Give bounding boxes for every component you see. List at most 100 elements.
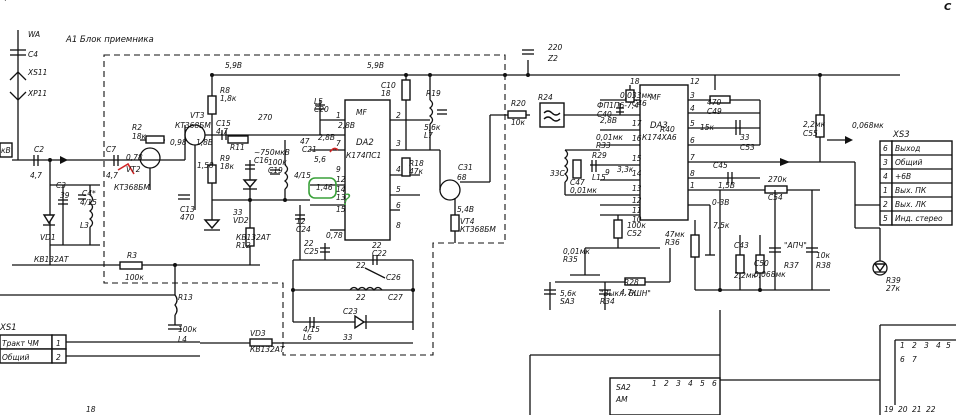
component-label-92: 33 [740, 133, 750, 142]
sa2-pin-3: 4 [688, 379, 693, 388]
component-label-102: 5,6к [560, 289, 577, 298]
component-label-7: VD1 [40, 233, 56, 242]
xs3-pin-0-num: 6 [883, 144, 888, 153]
sa2-pin-4: 5 [700, 379, 705, 388]
component-label-127: R1 [0, 0, 10, 2]
da3-left-pin-1: 17 [632, 119, 642, 128]
da2-pin-12: 15 [336, 205, 346, 214]
a1-block-border [103, 54, 506, 356]
green-highlight [308, 177, 337, 199]
right-bus-num-1: 2 [912, 341, 917, 350]
component-label-27: R11 [230, 143, 245, 152]
component-label-40: 47 [300, 137, 310, 146]
component-label-49: C26 [386, 273, 401, 282]
component-label-57: КВ132АТ [250, 345, 286, 354]
component-label-0: C2 [34, 145, 44, 154]
component-label-80: C46 [632, 99, 647, 108]
component-label-38: L5 [314, 97, 323, 106]
component-label-98: 0,01мк [563, 247, 590, 256]
voltage-label-3: 0,98 [170, 138, 187, 147]
component-label-78: C40 [597, 110, 612, 119]
component-label-81: 0,01мк [596, 133, 623, 142]
left-connector [0, 142, 13, 158]
component-label-75: 220 [548, 43, 563, 52]
da3-right-pin-6: 8 [690, 169, 695, 178]
component-label-94: 47мк [665, 230, 685, 239]
component-label-63: R18 [409, 159, 424, 168]
component-label-6: L3 [80, 221, 89, 230]
vt2-transistor [139, 147, 161, 169]
da2-pin-9: 12 [336, 175, 346, 184]
da3-right-pin-7: 1 [690, 181, 695, 190]
component-label-41: C21 [302, 145, 317, 154]
component-label-33: КВ132АТ [236, 233, 272, 242]
component-label-88: 3,3к [617, 165, 634, 174]
da3-left-network [544, 85, 671, 310]
da2-pin-8: 9 [336, 165, 341, 174]
component-label-76: Z2 [547, 54, 558, 63]
component-label-21: C15 [216, 119, 231, 128]
component-label-12: 4,7 [106, 171, 118, 180]
sa2-pin-1: 2 [664, 379, 669, 388]
da2-pin-7: 8 [396, 221, 401, 230]
label-xs11: XS11 [27, 68, 47, 77]
right-bus-num-4: 5 [946, 341, 951, 350]
component-label-32: VD2 [233, 216, 249, 225]
component-label-8: КВ132АТ [34, 255, 70, 264]
component-label-29: ~750мкВ [254, 148, 290, 157]
voltage-label-14: 2,8В [600, 116, 617, 125]
da3-right-pin-0: 12 [690, 77, 700, 86]
component-label-91: C49 [707, 107, 722, 116]
component-label-101: R28 [624, 278, 639, 287]
xs3-pin-1-num: 3 [883, 158, 888, 167]
component-label-48: 22 [356, 261, 366, 270]
bottom-right-num-1: 20 [898, 405, 908, 414]
da2-pin-3: 4 [396, 165, 401, 174]
xs3-pin-5-num: 5 [883, 214, 888, 223]
component-label-51: C27 [388, 293, 403, 302]
xs1-pin-1-label: Общий [2, 353, 29, 362]
xs3-pin-4-num: 2 [883, 200, 888, 209]
xs3-pin-5-label: Инд. стерео [895, 214, 943, 223]
component-label-82: R33 [596, 141, 611, 150]
component-label-36: C19 [268, 166, 283, 175]
xs3-pin-3-label: Вых. ПК [895, 186, 927, 195]
corner-letter: C [944, 2, 952, 13]
da2-pin-0: 1 [336, 111, 341, 120]
voltage-label-2: 1,8В [196, 138, 213, 147]
component-label-50: 22 [356, 293, 366, 302]
da3-func: MF [650, 93, 661, 102]
sa2-pin-5: 6 [712, 379, 717, 388]
component-label-39: C20 [314, 105, 329, 114]
component-label-118: C55 [803, 129, 818, 138]
da3-left-pin-7: 11 [632, 206, 642, 215]
component-label-106: 7,5к [713, 221, 730, 230]
xs3-pin-2-label: +6В [895, 172, 911, 181]
component-label-18: КТ368БМ [175, 121, 211, 130]
component-label-85: 0,01мк [570, 186, 597, 195]
component-label-86: L15 [592, 173, 606, 182]
component-label-97: C52 [627, 229, 642, 238]
component-label-124: ~70мВ [0, 0, 27, 2]
left-edge-label: кВ [1, 146, 11, 155]
da2-ic [344, 99, 391, 241]
component-label-9: R3 [127, 251, 137, 260]
component-label-66: 5,6к [424, 123, 441, 132]
da3-left-pin-2: 16 [632, 134, 642, 143]
component-label-100: 4,7к [620, 288, 637, 297]
da3-left-pin-3: 15 [632, 154, 642, 163]
voltage-label-1: 5,9В [367, 61, 384, 70]
da3-ic [639, 84, 689, 221]
label-c4-ant: C4 [28, 50, 38, 59]
component-label-14: 18к [132, 132, 147, 141]
component-label-84: C47 [570, 178, 585, 187]
xs1-pin-0-label: Тракт ЧМ [2, 339, 39, 348]
component-label-46: 22 [372, 241, 382, 250]
da2-pin-1: 2 [396, 111, 401, 120]
component-label-90: 470 [707, 98, 722, 107]
component-label-11: C7 [106, 145, 116, 154]
da3-right-network [688, 75, 880, 291]
right-bus-num-0: 1 [900, 341, 905, 350]
